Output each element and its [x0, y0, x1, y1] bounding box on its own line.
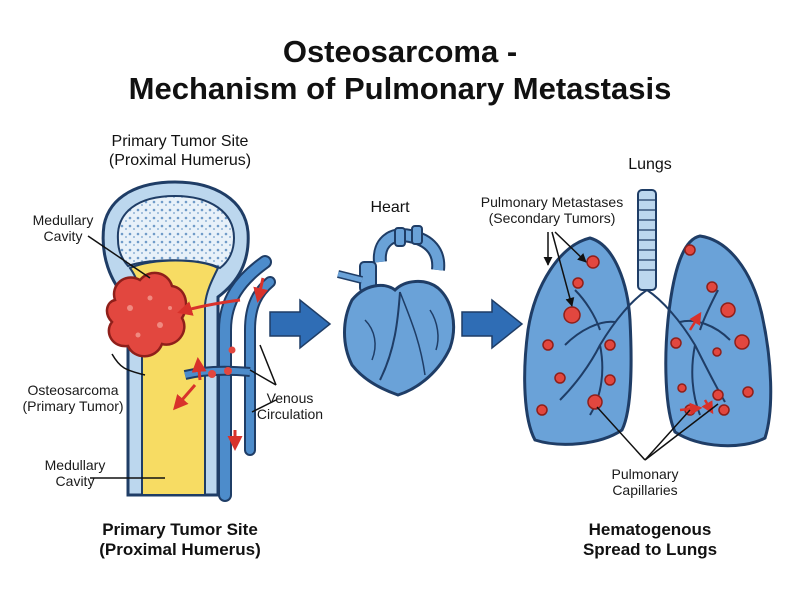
primary-site-header-line2: (Proximal Humerus) — [108, 152, 252, 169]
medullary-top-line2: Cavity — [43, 228, 83, 244]
venous-circulation-label: Venous Circulation — [240, 390, 340, 422]
leader-lines — [87, 231, 719, 479]
title-line-2: Mechanism of Pulmonary Metastasis — [128, 71, 672, 106]
medullary-cavity-label-top: Medullary Cavity — [18, 212, 108, 244]
tumor-cell-arrows — [173, 277, 268, 451]
lungs-label: Lungs — [628, 156, 672, 173]
hematogenous-spread-caption: Hematogenous Spread to Lungs — [540, 520, 760, 560]
arrow-bone-to-heart — [269, 298, 332, 350]
spread-caption-line1: Hematogenous — [588, 520, 712, 539]
osteosarcoma-line2: (Primary Tumor) — [22, 398, 124, 414]
osteosarcoma-line1: Osteosarcoma — [27, 382, 119, 398]
title-line-1: Osteosarcoma - — [282, 34, 518, 69]
pulmonary-capillaries-label: Pulmonary Capillaries — [595, 466, 695, 498]
arrow-heart-to-lungs — [461, 298, 524, 350]
venous-line2: Circulation — [256, 406, 324, 422]
primary-site-caption-line1: Primary Tumor Site — [102, 520, 258, 539]
capillaries-line2: Capillaries — [612, 482, 678, 498]
metastases-line1: Pulmonary Metastases — [480, 194, 624, 210]
capillaries-line1: Pulmonary — [611, 466, 679, 482]
lungs-illustration — [523, 189, 773, 448]
veins — [183, 255, 276, 502]
medullary-top-line1: Medullary — [32, 212, 94, 228]
heart-label: Heart — [370, 199, 410, 216]
medullary-cavity-label-bottom: Medullary Cavity — [30, 457, 120, 489]
venous-line1: Venous — [266, 390, 314, 406]
medullary-bottom-line1: Medullary — [44, 457, 106, 473]
pulmonary-metastases-label: Pulmonary Metastases (Secondary Tumors) — [452, 194, 652, 226]
osteosarcoma-label: Osteosarcoma (Primary Tumor) — [14, 382, 132, 414]
primary-tumor — [105, 271, 188, 358]
heart-illustration — [337, 225, 456, 397]
spread-caption-line2: Spread to Lungs — [582, 540, 718, 559]
primary-site-header: Primary Tumor Site (Proximal Humerus) — [80, 132, 280, 170]
primary-site-caption: Primary Tumor Site (Proximal Humerus) — [60, 520, 300, 560]
metastases-line2: (Secondary Tumors) — [488, 210, 616, 226]
primary-site-caption-line2: (Proximal Humerus) — [99, 540, 261, 559]
medullary-bottom-line2: Cavity — [55, 473, 95, 489]
primary-site-header-line1: Primary Tumor Site — [111, 133, 249, 150]
